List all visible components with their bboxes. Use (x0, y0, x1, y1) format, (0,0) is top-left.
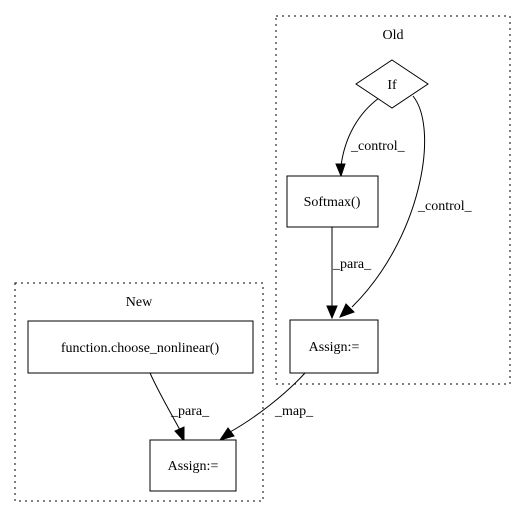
cluster-old: Old (275, 15, 511, 385)
cluster-old-border (275, 15, 511, 385)
edge-if-to-softmax-label: _control_ (350, 139, 406, 154)
node-if: If (355, 59, 429, 109)
edge-if-to-softmax: _control_ (335, 97, 406, 178)
cluster-new-label: New (126, 295, 153, 310)
node-assign-old-label: Assign:= (309, 340, 360, 355)
edge-if-to-assign-old-line (351, 95, 426, 308)
edge-choose-to-assign-new-line (149, 372, 181, 431)
edge-choose-to-assign-new-arrowhead (174, 426, 185, 443)
edge-if-to-assign-old-label: _control_ (417, 199, 473, 214)
node-assign-new-box (149, 439, 237, 492)
edge-assign-old-to-assign-new: _map_ (218, 372, 314, 441)
edge-choose-to-assign-new: _para_ (149, 372, 210, 443)
node-choose-nonlinear-label: function.choose_nonlinear() (61, 341, 220, 356)
node-if-label: If (387, 78, 397, 93)
edge-assign-old-to-assign-new-line (229, 372, 306, 433)
cluster-new-border (14, 282, 264, 502)
edge-if-to-assign-old: _control_ (339, 95, 473, 318)
node-if-diamond (355, 59, 429, 109)
cluster-new: New (14, 282, 264, 502)
edge-if-to-softmax-line (340, 97, 380, 167)
node-assign-new: Assign:= (149, 439, 237, 492)
node-assign-old-box (289, 319, 379, 374)
edge-assign-old-to-assign-new-label: _map_ (274, 404, 314, 419)
node-choose-nonlinear: function.choose_nonlinear() (27, 320, 254, 374)
edge-softmax-to-assign-old-arrowhead (326, 305, 338, 320)
node-assign-old: Assign:= (289, 319, 379, 374)
node-choose-nonlinear-box (27, 320, 254, 374)
edge-softmax-to-assign-old-label: _para_ (332, 257, 372, 272)
node-softmax-box (286, 175, 379, 228)
edge-choose-to-assign-new-label: _para_ (170, 404, 210, 419)
node-assign-new-label: Assign:= (168, 459, 219, 474)
edge-softmax-to-assign-old: _para_ (326, 227, 372, 320)
edge-if-to-assign-old-arrowhead (339, 303, 355, 318)
cluster-old-label: Old (383, 28, 404, 43)
node-softmax-label: Softmax() (304, 195, 361, 210)
edge-assign-old-to-assign-new-arrowhead (218, 427, 235, 441)
edge-if-to-softmax-arrowhead (335, 163, 346, 178)
node-softmax: Softmax() (286, 175, 379, 228)
